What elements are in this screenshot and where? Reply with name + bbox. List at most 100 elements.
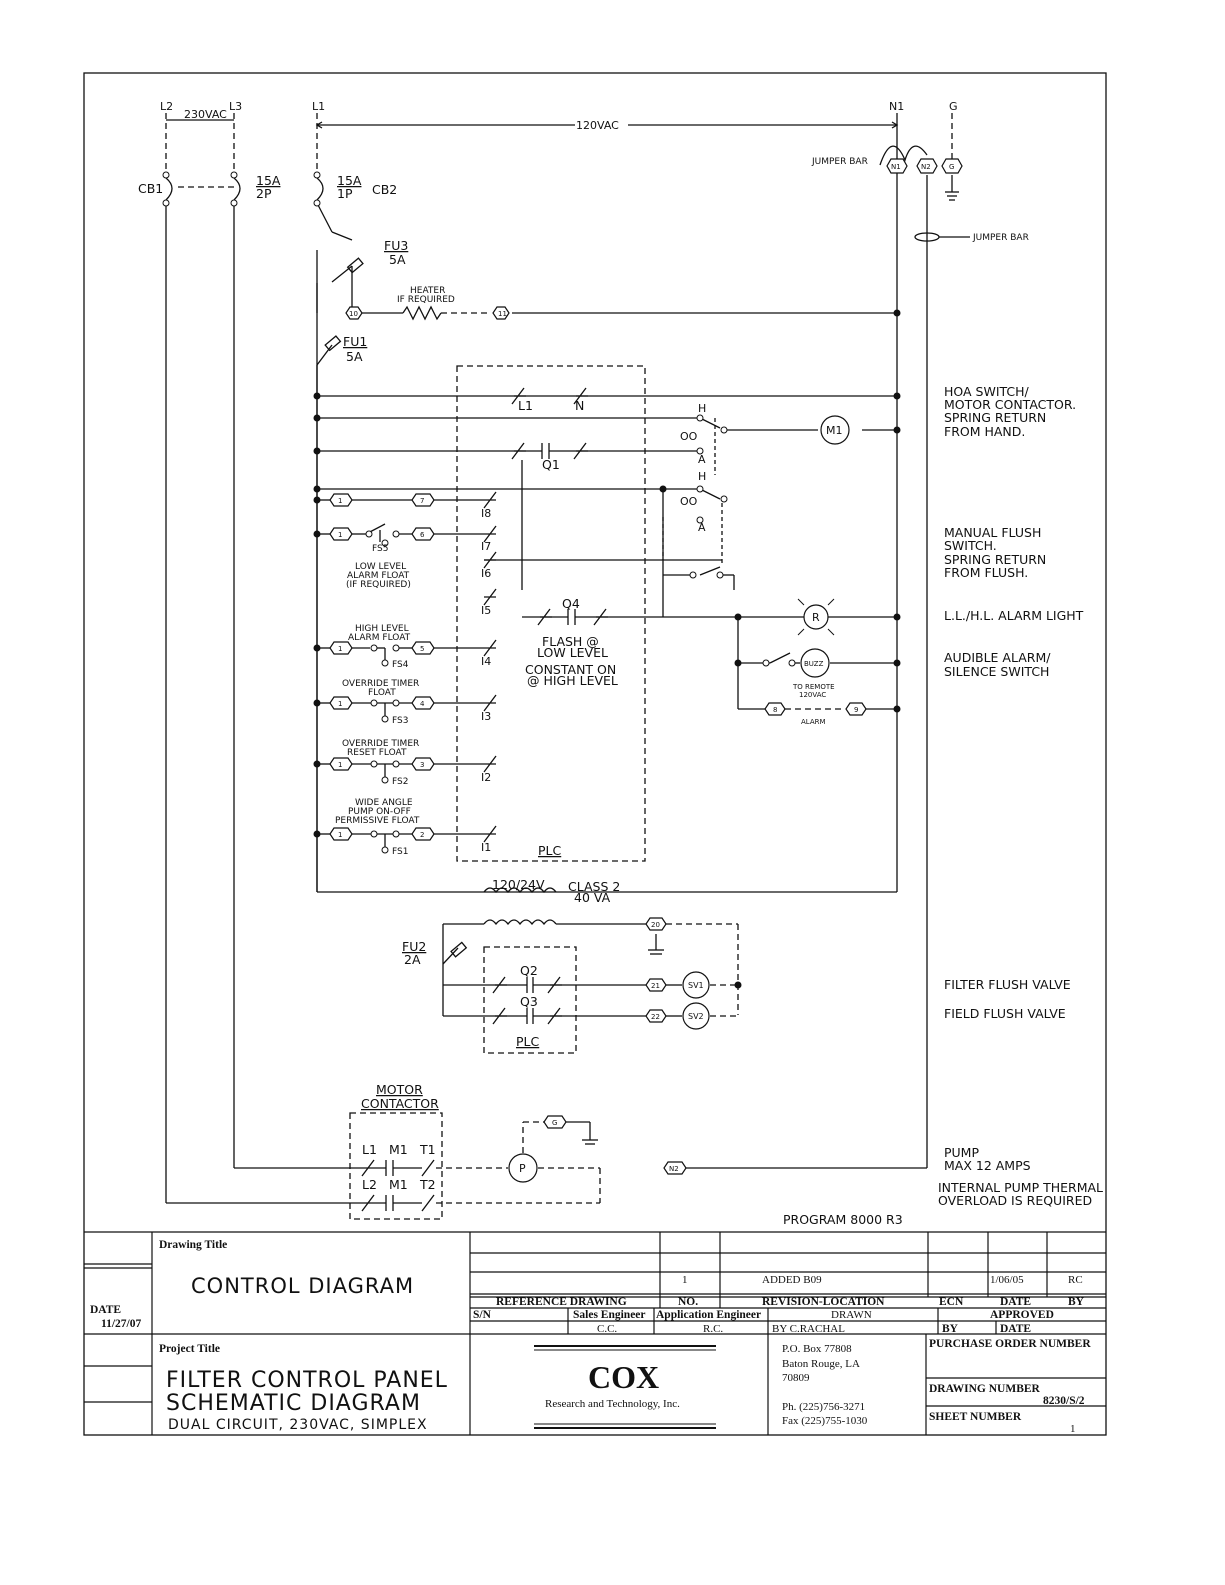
label-reset-1: OVERRIDE TIMER (342, 739, 419, 749)
label-fu2: FU2 (402, 939, 426, 954)
label-r: R (812, 611, 820, 624)
terminal-1-i4 (329, 641, 353, 655)
label-term-9: 9 (854, 706, 858, 714)
label-reset-2: RESET FLOAT (347, 748, 407, 758)
label-plc: PLC (538, 843, 562, 858)
label-term-1c: 1 (338, 645, 342, 653)
label-low-level-2: ALARM FLOAT (347, 571, 410, 581)
label-term-1a: 1 (338, 497, 342, 505)
note-mf-1: MANUAL FLUSH (944, 525, 1041, 540)
label-low-level-3: (IF REQUIRED) (346, 580, 411, 590)
plc-box-2 (483, 946, 577, 1054)
label-fu3-amps: 5A (389, 252, 406, 267)
sales-engineer-label: Sales Engineer (573, 1309, 646, 1321)
note-pump-2: MAX 12 AMPS (944, 1158, 1031, 1173)
label-wide-3: PERMISSIVE FLOAT (335, 816, 420, 826)
label-l1: L1 (312, 100, 325, 113)
approved-date: DATE (1000, 1323, 1031, 1335)
note-hoa-4: FROM HAND. (944, 424, 1025, 439)
label-q2: Q2 (520, 963, 538, 978)
label-230vac: 230VAC (184, 108, 227, 121)
terminal-2 (411, 827, 435, 841)
sales-engineer-value: C.C. (597, 1323, 617, 1335)
date-label: DATE (90, 1304, 121, 1316)
alarm-light-r (803, 604, 829, 630)
label-term-4: 4 (420, 700, 425, 708)
label-term-21: 21 (651, 982, 660, 990)
contact-circles (162, 171, 796, 854)
label-i1: I1 (481, 841, 491, 854)
motor-m1-coil (820, 415, 850, 445)
label-high-level-1: HIGH LEVEL (355, 624, 409, 634)
note-hoa-2: MOTOR CONTACTOR. (944, 397, 1076, 412)
label-plc-n: N (575, 398, 584, 413)
label-jumper-bar-top: JUMPER BAR (811, 157, 868, 167)
label-term-3: 3 (420, 761, 424, 769)
terminal-n2-pump (663, 1161, 687, 1175)
label-mc-m1a: M1 (389, 1142, 408, 1157)
label-term-1f: 1 (338, 831, 342, 839)
terminal-1-i3 (329, 696, 353, 710)
label-fu2-amps: 2A (404, 952, 421, 967)
label-hoa-oo: OO (680, 430, 698, 443)
project-title-line1: FILTER CONTROL PANEL (166, 1368, 448, 1393)
po-number-label: PURCHASE ORDER NUMBER (929, 1338, 1091, 1350)
drawing-number: 8230/S/2 (1043, 1395, 1085, 1407)
label-cb2-amps: 15A (337, 173, 362, 188)
label-plc-2: PLC (516, 1034, 540, 1049)
terminal-g-pump (543, 1115, 567, 1129)
label-mc-m1b: M1 (389, 1177, 408, 1192)
note-hoa-1: HOA SWITCH/ (944, 384, 1030, 399)
label-high-level-2: ALARM FLOAT (348, 633, 411, 643)
label-i2: I2 (481, 771, 491, 784)
sn-label: S/N (473, 1309, 492, 1321)
label-fs1: FS1 (392, 847, 408, 857)
address-line3: 70809 (782, 1372, 810, 1384)
label-cb1: CB1 (138, 181, 163, 196)
label-const-1: CONSTANT ON (525, 662, 616, 677)
label-i6: I6 (481, 567, 491, 580)
label-pump-p: P (519, 1162, 526, 1175)
application-engineer-value: R.C. (703, 1323, 723, 1335)
rev-location: ADDED B09 (762, 1274, 822, 1286)
label-term-g: G (949, 163, 954, 171)
label-term-8: 8 (773, 706, 777, 714)
approved-label: APPROVED (990, 1309, 1054, 1321)
terminal-1-i1 (329, 827, 353, 841)
terminal-g (941, 158, 963, 174)
label-cb1-poles: 2P (256, 186, 272, 201)
terminal-21 (645, 978, 667, 992)
label-fu3: FU3 (384, 238, 408, 253)
note-mf-3: SPRING RETURN (944, 552, 1046, 567)
label-fs3: FS3 (392, 716, 408, 726)
label-remote-1: TO REMOTE (792, 683, 835, 691)
label-contactor: CONTACTOR (361, 1096, 439, 1111)
label-override-2: FLOAT (368, 688, 396, 698)
project-title-label: Project Title (159, 1343, 220, 1355)
label-jumper-bar-right: JUMPER BAR (972, 233, 1029, 243)
label-term-n2: N2 (921, 163, 931, 171)
label-fs5: FS5 (372, 544, 388, 554)
label-heater-if-required: IF REQUIRED (397, 295, 455, 305)
label-cb2-poles: 1P (337, 186, 353, 201)
note-thermal-2: OVERLOAD IS REQUIRED (938, 1193, 1092, 1208)
label-term-2: 2 (420, 831, 424, 839)
terminal-4 (411, 696, 435, 710)
rev-by: RC (1068, 1274, 1083, 1286)
label-i3: I3 (481, 710, 491, 723)
note-mf-2: SWITCH. (944, 538, 997, 553)
drawing-number-label: DRAWING NUMBER (929, 1383, 1041, 1395)
label-term-11: 11 (498, 310, 507, 318)
label-i7: I7 (481, 540, 491, 553)
label-term-7: 7 (420, 497, 424, 505)
label-l2: L2 (160, 100, 173, 113)
terminal-5 (411, 641, 435, 655)
label-alarm: ALARM (801, 718, 826, 726)
label-term-6: 6 (420, 531, 425, 539)
terminal-n1 (886, 158, 908, 174)
title-block (84, 1231, 1106, 1435)
label-term-n1: N1 (891, 163, 901, 171)
label-low-level-1: LOW LEVEL (355, 562, 406, 572)
label-plc-l1: L1 (518, 398, 533, 413)
